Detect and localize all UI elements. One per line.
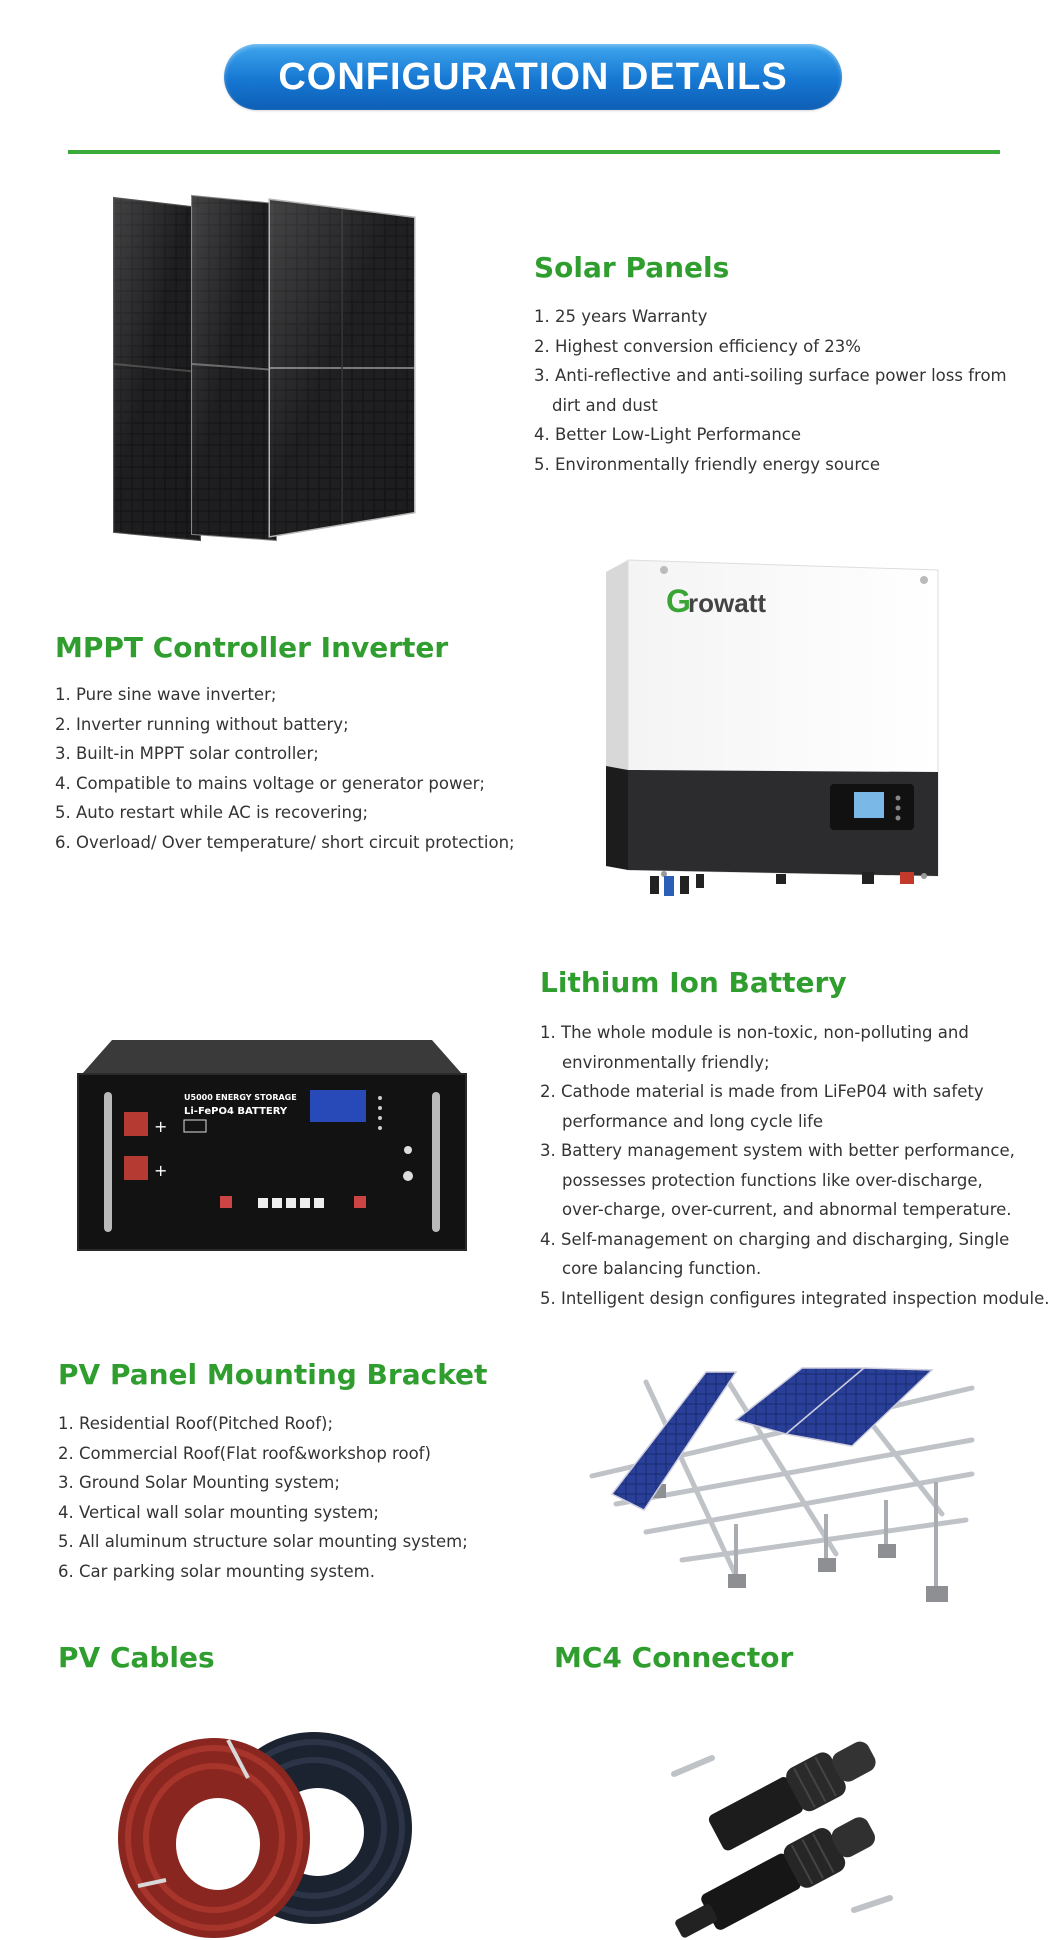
list-item: 1. 25 years Warranty: [534, 307, 708, 326]
list-item: 2. Inverter running without battery;: [55, 714, 349, 734]
list-item: 4. Self-management on charging and disch…: [540, 1229, 1010, 1249]
list-item: 5. All aluminum structure solar mounting…: [58, 1532, 468, 1551]
list-item: dirt and dust: [552, 395, 658, 415]
inverter-brand-text: rowatt: [688, 588, 766, 618]
bracket-title: PV Panel Mounting Bracket: [58, 1358, 488, 1391]
list-item: 2. Cathode material is made from LiFeP04…: [540, 1082, 984, 1101]
list-item: over-charge, over-current, and abnormal …: [562, 1200, 1012, 1219]
list-item: 1. Pure sine wave inverter;: [55, 685, 277, 704]
mounting-bracket-image: [586, 1364, 976, 1604]
svg-text:G: G: [666, 583, 691, 619]
pv-cables-image: [118, 1708, 418, 1940]
list-item: 6. Car parking solar mounting system.: [58, 1561, 375, 1581]
page-title-banner: CONFIGURATION DETAILS: [224, 44, 842, 110]
solar-panels-title: Solar Panels: [534, 251, 730, 284]
battery-image: + + U5000 ENERGY STORAGE Li-FePO4 BATTER…: [72, 1036, 472, 1258]
list-item: 5. Intelligent design configures integra…: [540, 1288, 1050, 1308]
list-item: 1. Residential Roof(Pitched Roof);: [58, 1414, 334, 1433]
list-item: performance and long cycle life: [562, 1111, 824, 1131]
divider: [68, 150, 1000, 154]
inverter-image: G rowatt: [598, 556, 948, 912]
bracket-features: 1. Residential Roof(Pitched Roof); 2. Co…: [58, 1409, 468, 1586]
battery-label-line1: U5000 ENERGY STORAGE: [184, 1093, 297, 1102]
svg-text:+: +: [154, 1117, 167, 1136]
battery-features: 1. The whole module is non-toxic, non-po…: [540, 1018, 1049, 1313]
connector-title: MC4 Connector: [554, 1641, 794, 1674]
list-item: 3. Ground Solar Mounting system;: [58, 1473, 340, 1492]
mc4-connector-image: [668, 1722, 918, 1940]
list-item: core balancing function.: [562, 1259, 762, 1278]
solar-panels-features: 1. 25 years Warranty 2. Highest conversi…: [534, 302, 1007, 479]
list-item: 4. Vertical wall solar mounting system;: [58, 1502, 379, 1522]
list-item: 2. Commercial Roof(Flat roof&workshop ro…: [58, 1443, 431, 1463]
svg-text:+: +: [154, 1161, 167, 1180]
list-item: 3. Battery management system with better…: [540, 1141, 1015, 1160]
list-item: 6. Overload/ Over temperature/ short cir…: [55, 832, 515, 852]
list-item: 2. Highest conversion efficiency of 23%: [534, 336, 861, 356]
list-item: 5. Environmentally friendly energy sourc…: [534, 454, 881, 474]
list-item: 3. Anti-reflective and anti-soiling surf…: [534, 366, 1007, 385]
solar-panels-image: [110, 192, 420, 542]
list-item: 1. The whole module is non-toxic, non-po…: [540, 1023, 969, 1042]
list-item: environmentally friendly;: [562, 1052, 770, 1072]
inverter-title: MPPT Controller Inverter: [55, 631, 449, 664]
list-item: 3. Built-in MPPT solar controller;: [55, 744, 319, 763]
battery-title: Lithium Ion Battery: [540, 966, 847, 999]
list-item: 4. Better Low-Light Performance: [534, 425, 802, 444]
page-title: CONFIGURATION DETAILS: [278, 55, 788, 98]
battery-label-line2: Li-FePO4 BATTERY: [184, 1106, 288, 1117]
list-item: 4. Compatible to mains voltage or genera…: [55, 773, 485, 793]
cables-title: PV Cables: [58, 1641, 215, 1674]
list-item: possesses protection functions like over…: [562, 1170, 983, 1190]
inverter-features: 1. Pure sine wave inverter; 2. Inverter …: [55, 680, 515, 857]
list-item: 5. Auto restart while AC is recovering;: [55, 803, 369, 822]
